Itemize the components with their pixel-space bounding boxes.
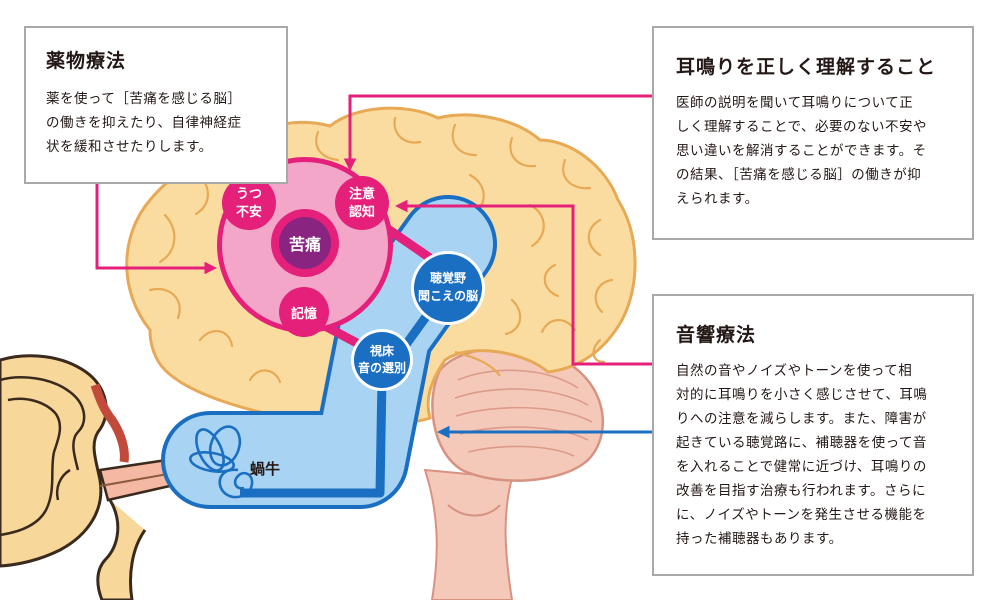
cochlea-label: 蝸牛 [250,460,280,478]
drug-therapy-line: 薬を使って［苦痛を感じる脳］ [46,91,242,107]
drug-therapy-line: 状を緩和させたりします。 [46,139,213,155]
brain-stem [423,468,514,600]
understanding-line: しく理解することで、必要のない不安や [676,119,928,135]
understanding-line: 医師の説明を聞いて耳鳴りについて正 [676,95,914,111]
node-auditory-cortex: 聴覚野 聞こえの脳 [411,251,485,325]
auditory-pathway-line [240,297,442,498]
sound-therapy-line: 改善を目指す治療も行われます。さらに [676,483,926,499]
cochlea-icon [188,425,254,499]
understanding-line: えられます。 [676,191,759,207]
thalamus-label-2: 音の選別 [358,360,406,375]
drug-therapy-title: 薬物療法 [46,50,127,72]
auditory-label-2: 聞こえの脳 [418,288,478,303]
sound-therapy-line: りへの注意を減らします。また、障害が [676,411,927,427]
thalamus-label-1: 視床 [369,343,395,358]
sound-therapy-line: 持った補聴器もあります。 [676,531,843,547]
node-attention: 注意 認知 [335,176,389,230]
cerebellum [431,346,605,482]
pain-label: 苦痛 [289,235,321,254]
drug-therapy-box: 薬物療法 薬を使って［苦痛を感じる脳］ の働きを抑えたり、自律神経症 状を緩和さ… [24,26,288,184]
understanding-box: 耳鳴りを正しく理解すること 医師の説明を聞いて耳鳴りについて正 しく理解すること… [652,26,974,240]
arrow-understand [343,94,652,172]
anxiety-label-2: 不安 [236,204,262,220]
brain-stem-fold [447,504,501,517]
memory-label: 記憶 [291,306,317,322]
attention-label-1: 注意 [349,186,375,202]
sound-therapy-line: 対的に耳鳴りを小さく感じさせて、耳鳴 [676,387,928,403]
sound-therapy-line: 自然の音やノイズやトーンを使って相 [676,363,913,379]
understanding-line: 思い違いを解消することができます。そ [676,143,927,159]
sound-therapy-box: 音響療法 自然の音やノイズやトーンを使って相 対的に耳鳴りを小さく感じさせて、耳… [652,294,974,576]
sound-therapy-line: に、ノイズやトーンを発生させる機能を [676,507,927,523]
understanding-title: 耳鳴りを正しく理解すること [676,56,937,78]
brain-inner-fold [454,350,501,377]
sound-therapy-line: を入れることで健常に近づけ、耳鳴りの [676,459,927,475]
understanding-line: の結果、［苦痛を感じる脳］の働きが抑 [676,167,922,183]
node-pain: 苦痛 [271,209,339,277]
sound-therapy-line: 起きている聴覚路に、補聴器を使って音 [676,435,927,451]
auditory-label-1: 聴覚野 [430,270,466,285]
sound-therapy-title: 音響療法 [676,324,757,346]
attention-label-2: 認知 [349,204,375,220]
node-anxiety: うつ 不安 [222,176,276,230]
anxiety-label-1: うつ [236,187,262,202]
node-thalamus: 視床 音の選別 [351,329,413,391]
arrow-sound-attention [394,199,652,366]
arrow-drug [95,184,218,275]
drug-therapy-line: の働きを抑えたり、自律神経症 [46,115,242,131]
node-memory: 記憶 [279,287,329,337]
